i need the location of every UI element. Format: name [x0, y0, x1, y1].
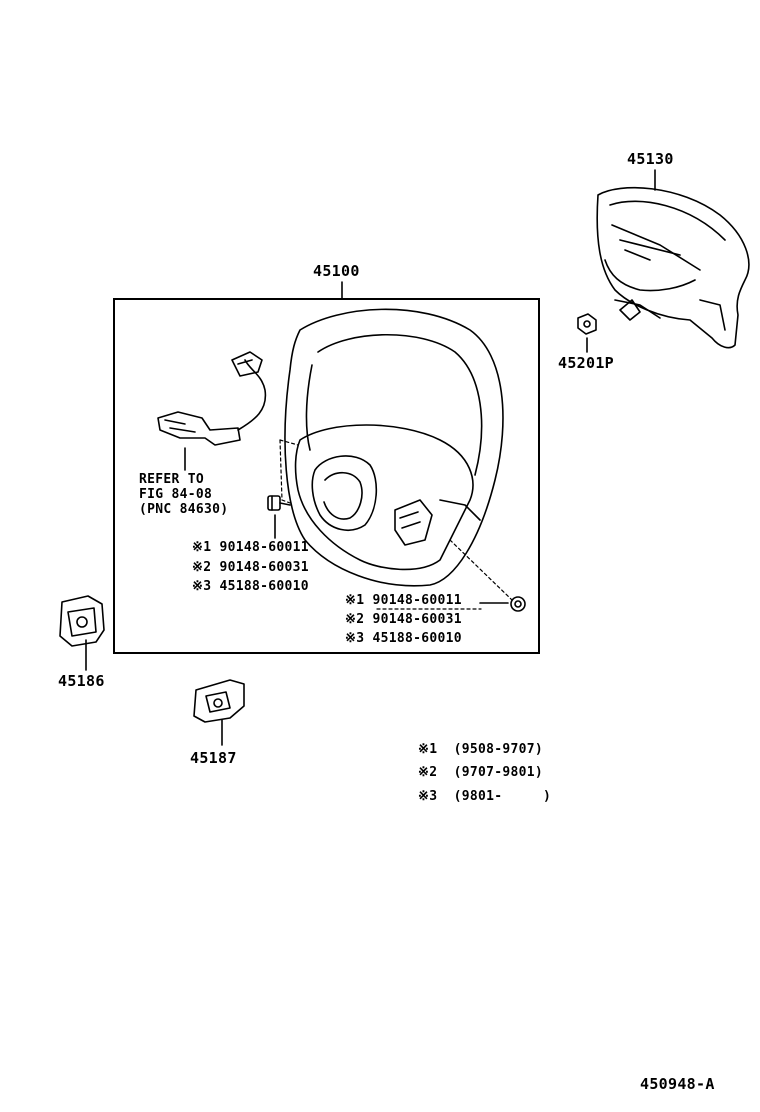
left-screw-row-3: ※3 45188-60010: [192, 579, 309, 594]
drawing-number: 450948-A: [640, 1075, 715, 1093]
refer-line-2: FIG 84-08: [139, 487, 213, 502]
part-label-45201p: 45201P: [558, 354, 614, 372]
part-label-45100: 45100: [313, 262, 360, 280]
refer-line-1: REFER TO: [139, 472, 205, 487]
wheel-assembly-frame: [113, 298, 540, 654]
part-label-45187: 45187: [190, 749, 237, 767]
right-screw-row-2: ※2 90148-60031: [345, 612, 462, 627]
right-screw-row-3: ※3 45188-60010: [345, 631, 462, 646]
nut-45201p: [577, 313, 597, 335]
legend-row-2: ※2 (9707-9801): [418, 765, 543, 780]
airbag-assembly: [596, 186, 750, 349]
right-screw-row-1: ※1 90148-60011: [345, 593, 462, 608]
part-label-45130: 45130: [627, 150, 674, 168]
left-screw-row-2: ※2 90148-60031: [192, 560, 309, 575]
legend-row-1: ※1 (9508-9707): [418, 742, 543, 757]
pad-45187: [193, 679, 245, 723]
switch-harness: [157, 351, 267, 446]
steering-wheel: [284, 308, 504, 587]
left-screw-row-1: ※1 90148-60011: [192, 540, 309, 555]
refer-line-3: (PNC 84630): [139, 502, 229, 517]
part-label-45186: 45186: [58, 672, 105, 690]
legend-row-3: ※3 (9801- ): [418, 789, 552, 804]
right-screw: [510, 596, 526, 612]
pad-45186: [59, 595, 105, 647]
left-screw: [267, 495, 291, 511]
